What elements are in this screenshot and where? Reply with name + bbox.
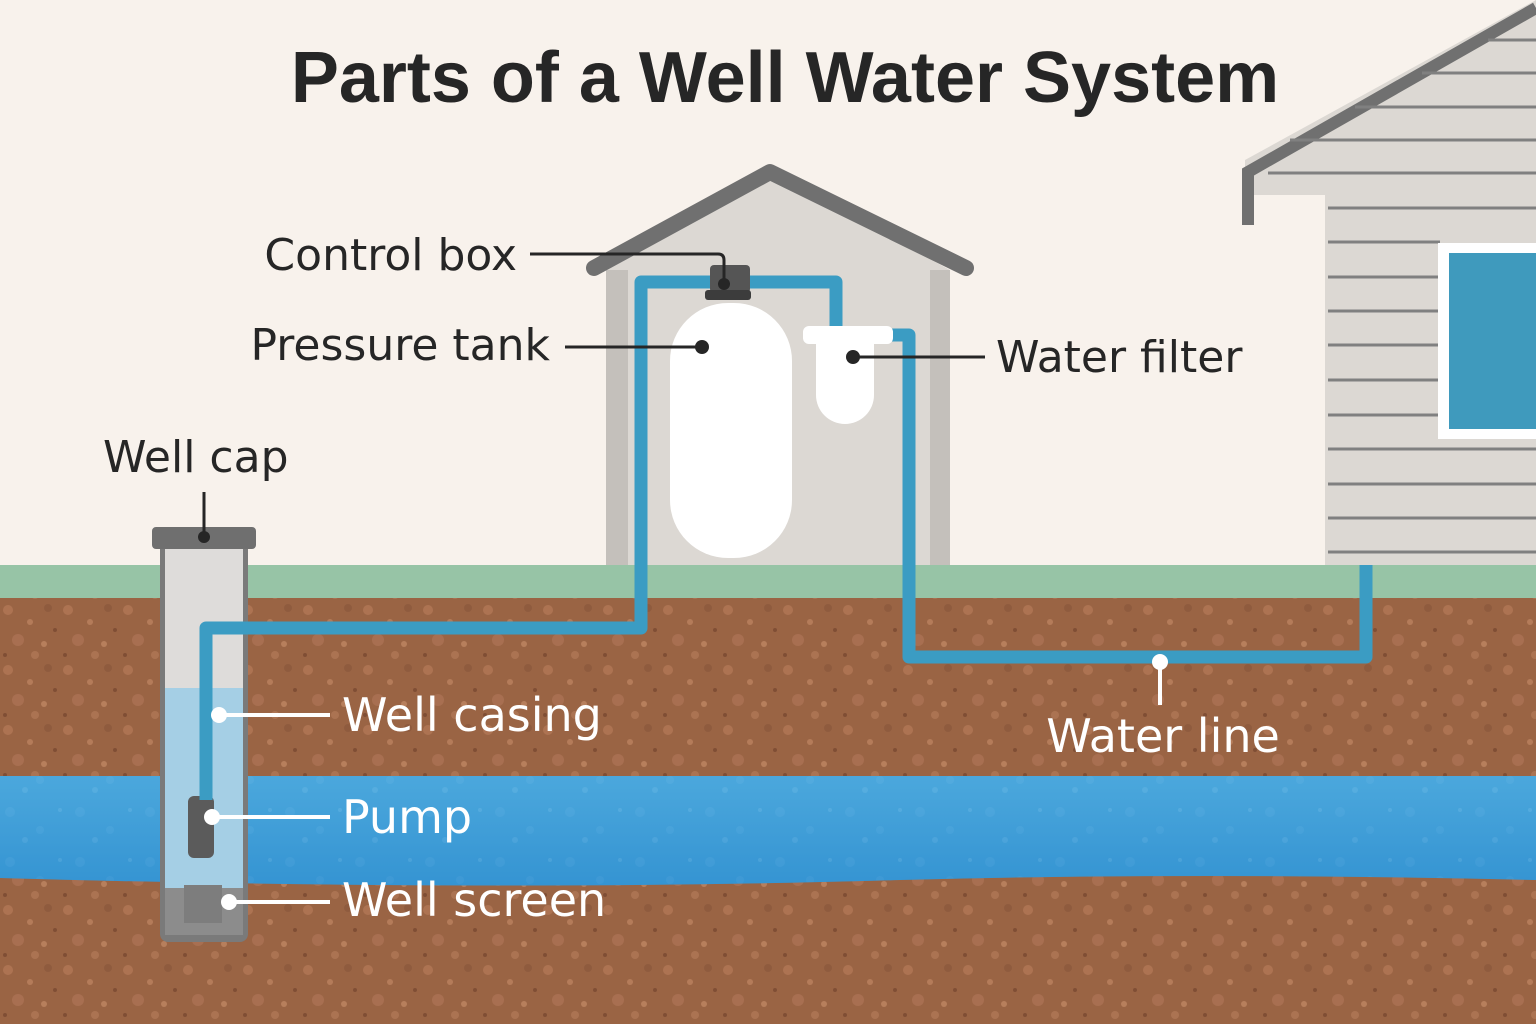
well-screen — [184, 885, 222, 923]
label-well-screen: Well screen — [342, 873, 606, 927]
label-control-box: Control box — [264, 230, 517, 281]
label-water-line: Water line — [1046, 709, 1280, 763]
label-pressure-tank: Pressure tank — [251, 320, 551, 371]
pressure-tank-dot — [695, 340, 709, 354]
house-roof-edge — [1242, 2, 1536, 225]
control-box-dot — [718, 278, 730, 290]
diagram-title: Parts of a Well Water System — [291, 38, 1279, 118]
pipe-filter-to-house — [884, 328, 1373, 664]
water-line-dot — [1152, 654, 1168, 670]
house-window — [1449, 253, 1536, 429]
well-casing-dot — [211, 707, 227, 723]
well-casing — [152, 527, 256, 942]
label-well-casing: Well casing — [342, 688, 602, 742]
label-water-filter: Water filter — [996, 332, 1243, 383]
water-filter — [803, 326, 893, 424]
pump — [188, 796, 214, 858]
water-filter-dot — [846, 350, 860, 364]
well-screen-dot — [221, 894, 237, 910]
house-siding — [1268, 38, 1536, 554]
pump-dot — [204, 809, 220, 825]
grass-layer — [0, 565, 1536, 598]
label-pump: Pump — [342, 790, 472, 844]
shed-roof — [586, 164, 974, 276]
control-box-leader — [530, 252, 726, 283]
well-cap-dot — [198, 531, 210, 543]
pipe-well-to-tank — [199, 275, 843, 800]
water-pipes — [199, 275, 1373, 800]
control-box — [710, 265, 750, 293]
label-well-cap: Well cap — [103, 432, 289, 483]
house — [1242, 0, 1536, 565]
